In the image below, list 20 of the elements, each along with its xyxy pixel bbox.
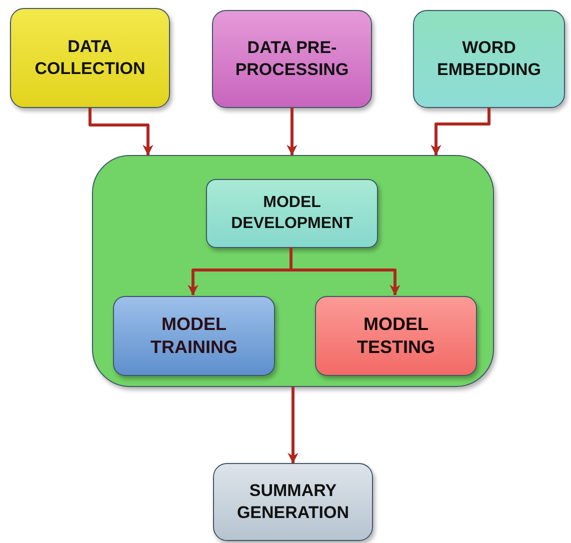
box-label: MODEL TESTING xyxy=(356,312,436,359)
process-box xyxy=(212,10,372,108)
box-label: MODEL DEVELOPMENT xyxy=(230,192,354,234)
box-label: DATA COLLECTION xyxy=(34,36,146,80)
process-box xyxy=(213,463,373,541)
arrow xyxy=(288,387,298,464)
box-label: MODEL TRAINING xyxy=(150,312,238,359)
arrow xyxy=(286,108,298,156)
arrow xyxy=(88,108,154,156)
process-box xyxy=(413,10,565,108)
process-box xyxy=(113,296,275,376)
box-label: DATA PRE-PROCESSING xyxy=(234,36,350,81)
arrow xyxy=(290,247,400,296)
arrow xyxy=(430,108,490,156)
process-box xyxy=(10,8,170,108)
box-label: SUMMARY GENERATION xyxy=(236,480,350,524)
group-container xyxy=(92,155,494,387)
box-label: WORD EMBEDDING xyxy=(436,36,542,81)
process-box xyxy=(315,296,477,376)
process-box xyxy=(206,179,378,248)
